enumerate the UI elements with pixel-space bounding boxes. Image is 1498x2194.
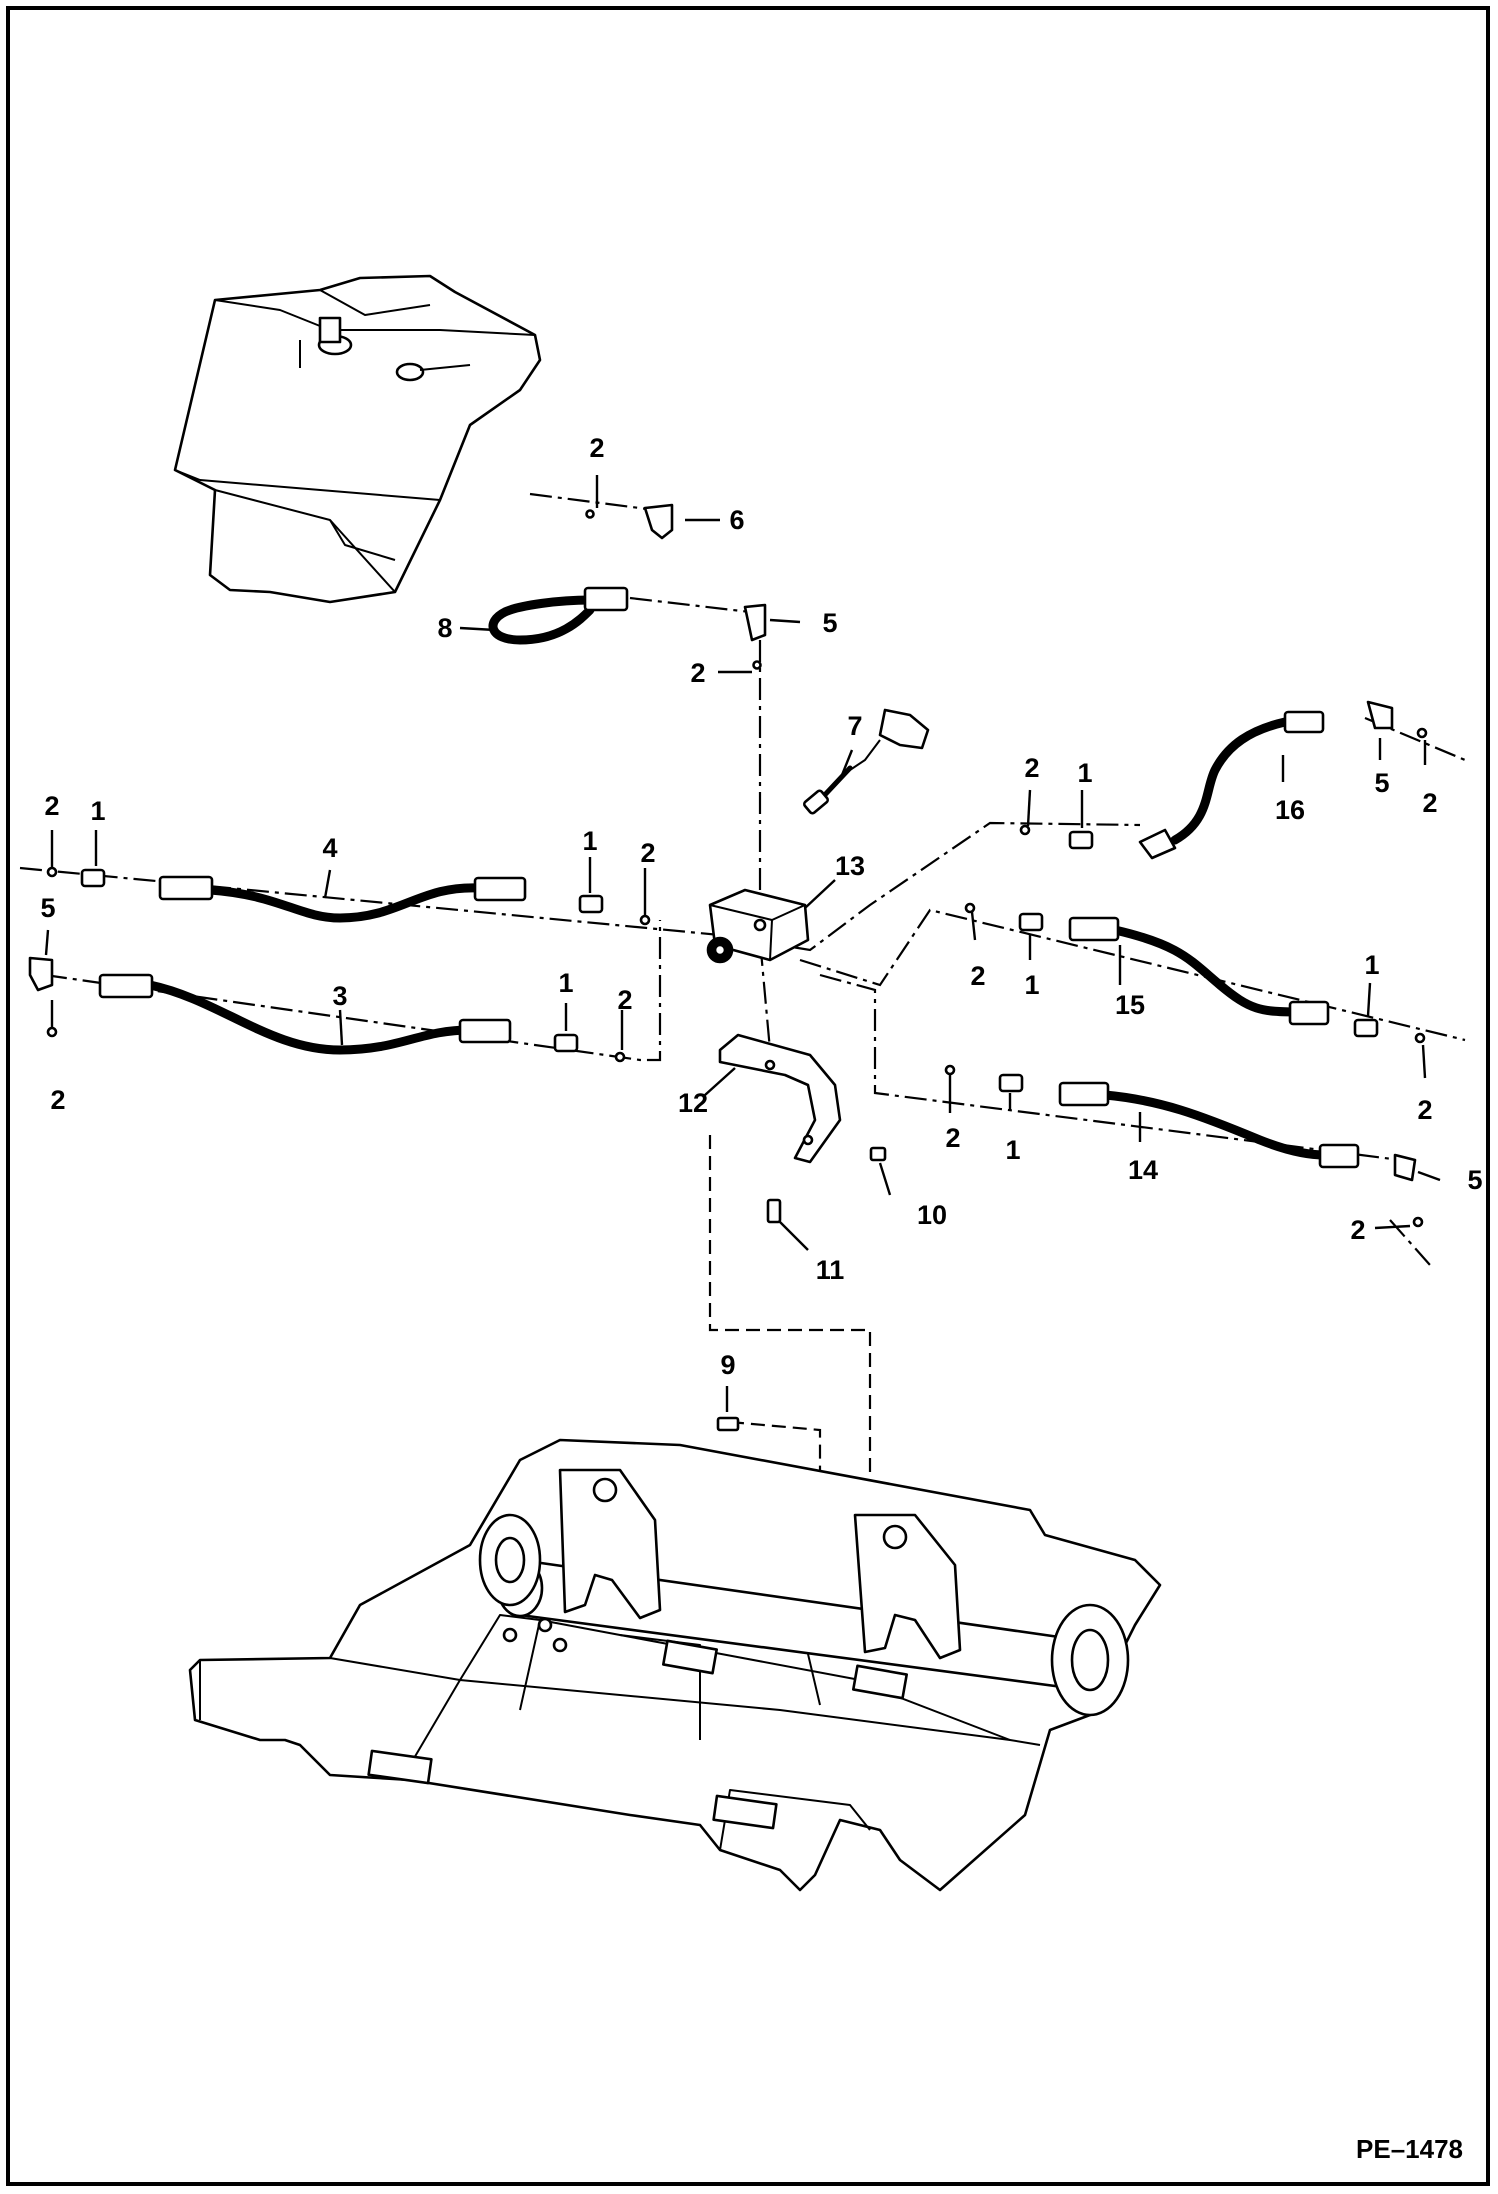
- callout-9: 9: [720, 1350, 735, 1380]
- callout-2: 2: [970, 961, 985, 991]
- fittings: [28, 503, 1428, 1228]
- reservoir-tank: [173, 274, 542, 604]
- bracket-12: [718, 1033, 842, 1164]
- callout-1: 1: [582, 826, 597, 856]
- callout-8: 8: [437, 613, 452, 643]
- hose-14: [1058, 1081, 1360, 1169]
- callout-2: 2: [1417, 1095, 1432, 1125]
- callout-2: 2: [44, 791, 59, 821]
- callout-2: 2: [1350, 1215, 1365, 1245]
- callout-1: 1: [1005, 1135, 1020, 1165]
- callout-1: 1: [1077, 758, 1092, 788]
- callout-4: 4: [322, 833, 337, 863]
- callout-2: 2: [945, 1123, 960, 1153]
- callout-10: 10: [917, 1200, 947, 1230]
- callout-15: 15: [1115, 990, 1145, 1020]
- reference-code: PE–1478: [1356, 2134, 1463, 2164]
- hose-4: [158, 875, 527, 923]
- hose-15: [1068, 916, 1330, 1026]
- callout-13: 13: [835, 851, 865, 881]
- callout-2: 2: [617, 985, 632, 1015]
- callout-5: 5: [1467, 1165, 1482, 1195]
- callout-1: 1: [1364, 950, 1379, 980]
- callout-2: 2: [690, 658, 705, 688]
- callout-2: 2: [1024, 753, 1039, 783]
- callout-2: 2: [589, 433, 604, 463]
- leader-lines: [44, 475, 1441, 1412]
- callout-2: 2: [50, 1085, 65, 1115]
- callout-3: 3: [332, 981, 347, 1011]
- callout-5: 5: [822, 608, 837, 638]
- hose-3: [98, 973, 512, 1055]
- hose-8: [488, 586, 629, 645]
- callout-5: 5: [1374, 768, 1389, 798]
- callout-12: 12: [678, 1088, 708, 1118]
- callout-16: 16: [1275, 795, 1305, 825]
- callout-1: 1: [558, 968, 573, 998]
- callouts: 2 6 8 5 2 7 2 1 4 1 2 13 5 3 1 2 2 12 10…: [40, 433, 1482, 1380]
- hose-16: [1138, 710, 1325, 860]
- screws: [716, 1146, 887, 1432]
- pivot-tube: [478, 1468, 1130, 1717]
- sensor-7: [803, 708, 930, 815]
- callout-2: 2: [1422, 788, 1437, 818]
- callout-1: 1: [90, 796, 105, 826]
- callout-2: 2: [640, 838, 655, 868]
- callout-7: 7: [847, 711, 862, 741]
- callout-1: 1: [1024, 970, 1039, 1000]
- callout-6: 6: [729, 505, 744, 535]
- callout-14: 14: [1128, 1155, 1158, 1185]
- callout-11: 11: [816, 1255, 845, 1285]
- callout-5: 5: [40, 893, 55, 923]
- valve-13: [706, 888, 810, 964]
